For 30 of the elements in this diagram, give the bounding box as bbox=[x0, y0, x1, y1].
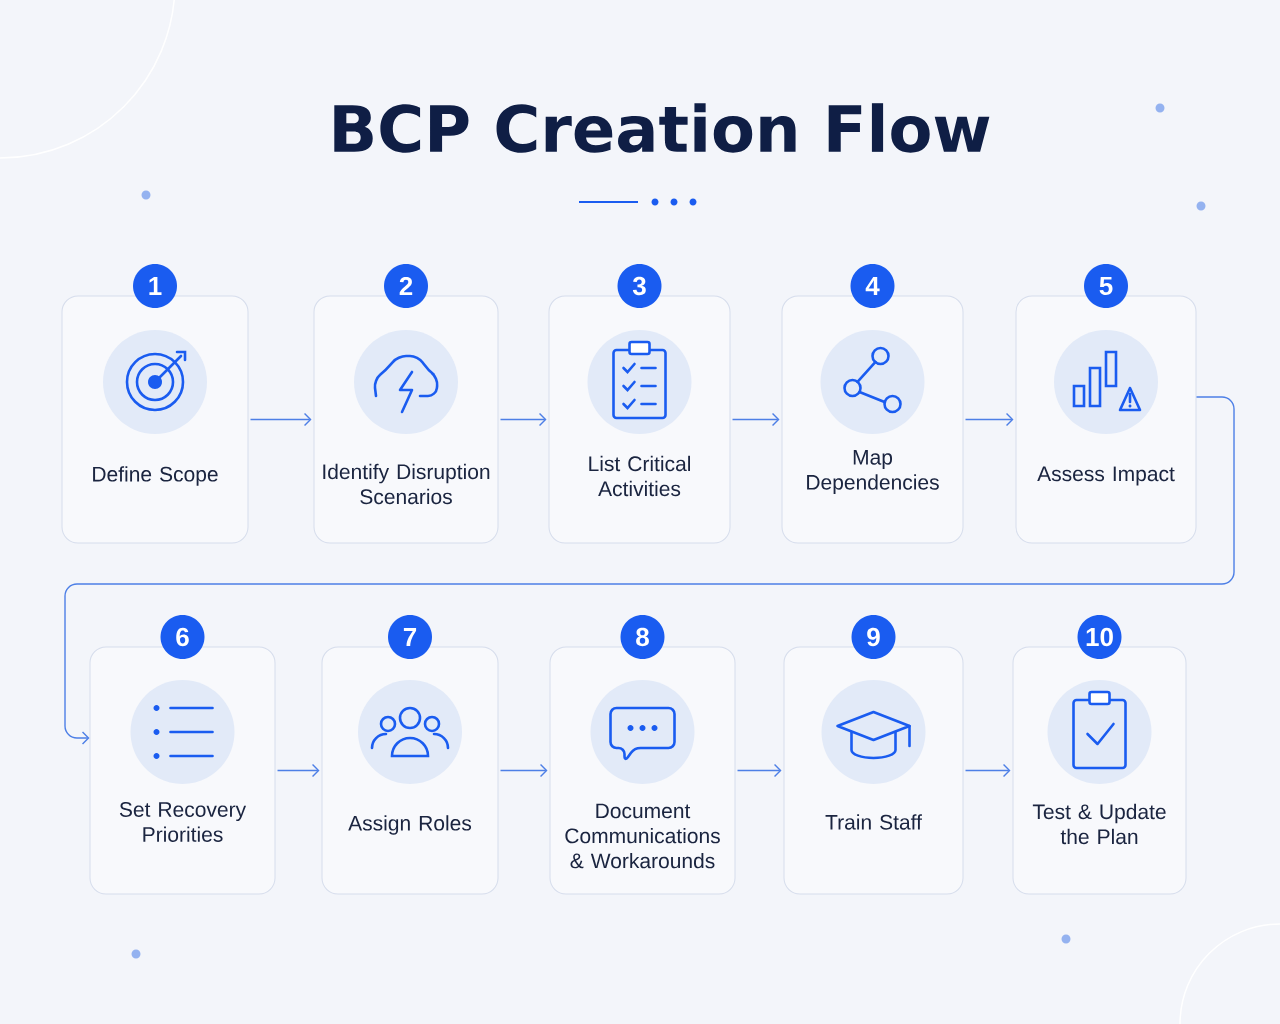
step-number-badge: 6 bbox=[160, 615, 205, 659]
step-label: Define Scope bbox=[93, 466, 218, 486]
step-label: Document Communications & Workarounds bbox=[565, 803, 720, 869]
step-number-badge: 9 bbox=[851, 615, 896, 659]
step-number-badge: 5 bbox=[1084, 264, 1128, 308]
step-number-badge: 4 bbox=[850, 264, 895, 308]
step-label: Assess Impact bbox=[1037, 466, 1175, 486]
step-label: Test & Update the Plan bbox=[1032, 803, 1166, 845]
arrow bbox=[964, 763, 1011, 778]
step-number-badge: 10 bbox=[1077, 615, 1122, 659]
step-number-badge: 7 bbox=[388, 615, 432, 659]
step-label: Set Recovery Priorities bbox=[119, 802, 247, 842]
arrow bbox=[736, 763, 782, 778]
arrow bbox=[964, 412, 1014, 427]
arrow bbox=[249, 412, 312, 427]
step-label: Train Staff bbox=[825, 814, 922, 830]
step-number-badge: 2 bbox=[384, 264, 428, 308]
arrow bbox=[276, 763, 320, 778]
step-label: Assign Roles bbox=[348, 815, 472, 835]
arrow bbox=[499, 763, 548, 778]
step-label: Identify Disruption Scenarios bbox=[323, 463, 490, 505]
arrow bbox=[64, 396, 1235, 745]
step-number-badge: 8 bbox=[620, 615, 665, 659]
title: BCP Creation Flow bbox=[334, 103, 990, 153]
arrow bbox=[499, 412, 547, 427]
step-label: List Critical Activities bbox=[589, 455, 690, 497]
arrow bbox=[731, 412, 780, 427]
step-number-badge: 3 bbox=[617, 264, 662, 308]
step-label: Map Dependencies bbox=[807, 450, 939, 494]
step-number-badge: 1 bbox=[133, 264, 177, 308]
